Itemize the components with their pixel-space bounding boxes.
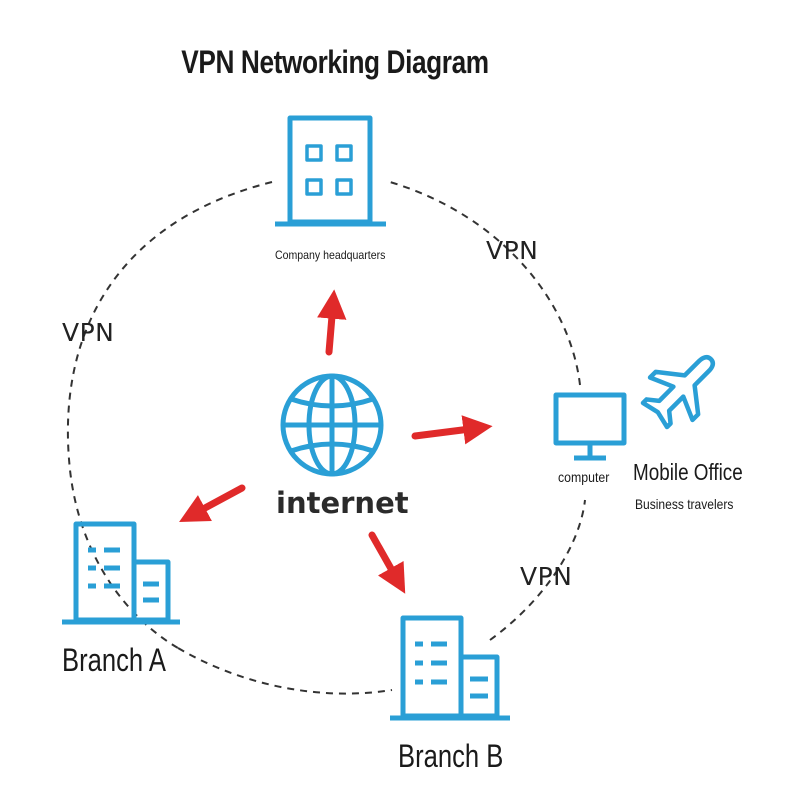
vpn-ring-right-upper — [389, 181, 581, 386]
internet-arrows — [179, 289, 493, 594]
vpn-label-right-bottom: VPN — [520, 562, 573, 591]
business-travelers-label: Business travelers — [635, 496, 734, 512]
globe-icon — [280, 373, 384, 477]
branch-a-building-icon — [62, 521, 180, 625]
vpn-ring-left — [66, 181, 273, 649]
computer-monitor-icon — [553, 392, 627, 461]
arrow-to-branch-b — [368, 531, 406, 594]
diagram-title: VPN Networking Diagram — [181, 44, 489, 80]
vpn-label-right-top: VPN — [486, 236, 539, 265]
vpn-ring — [66, 181, 586, 695]
internet-label: internet — [276, 486, 409, 520]
airplane-icon — [640, 354, 716, 430]
branch-a-label: Branch A — [62, 642, 166, 678]
arrow-to-computer — [411, 415, 493, 445]
vpn-ring-right-lower — [489, 499, 586, 641]
vpn-label-left: VPN — [62, 318, 115, 347]
arrow-to-branch-a — [179, 484, 246, 522]
branch-b-building-icon — [390, 615, 510, 721]
vpn-ring-bottom — [177, 647, 393, 695]
mobile-office-label: Mobile Office — [633, 459, 743, 485]
headquarters-building-icon — [275, 115, 386, 227]
arrow-to-headquarters — [317, 289, 347, 356]
computer-label: computer — [558, 469, 610, 485]
headquarters-label: Company headquarters — [275, 248, 386, 262]
branch-b-label: Branch B — [398, 738, 504, 774]
